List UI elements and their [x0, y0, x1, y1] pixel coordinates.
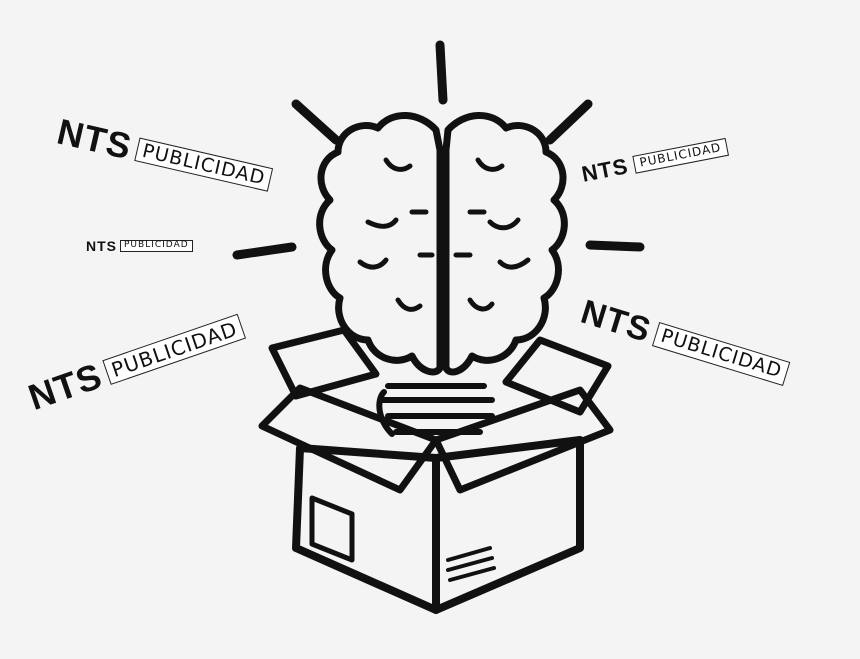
ray-right: [585, 240, 645, 252]
hand: [376, 383, 495, 437]
idea-rays: [232, 40, 645, 260]
brain-folds: [357, 157, 531, 312]
box-left-flap: [268, 326, 380, 400]
box-label: [309, 495, 355, 563]
brand-name: NTS: [86, 238, 117, 254]
ray-top: [435, 40, 448, 105]
ray-upper-right: [545, 99, 593, 145]
brain-left-hemisphere: [316, 112, 444, 376]
hand-fingers: [376, 383, 495, 437]
box-right-flap: [502, 336, 612, 416]
brain-right-hemisphere: [442, 112, 568, 376]
brand-tagline: PUBLICIDAD: [120, 240, 193, 252]
brand-logo-middle-left: NTS PUBLICIDAD: [86, 238, 193, 254]
ray-upper-left: [291, 99, 341, 145]
open-box: [258, 326, 614, 614]
brain: [316, 112, 568, 376]
box-front-right-flap: [432, 386, 614, 494]
box-front-left-flap: [258, 384, 440, 494]
box-front-right-face: [432, 436, 584, 614]
box-barcode: [446, 546, 496, 582]
ray-left: [232, 242, 297, 260]
